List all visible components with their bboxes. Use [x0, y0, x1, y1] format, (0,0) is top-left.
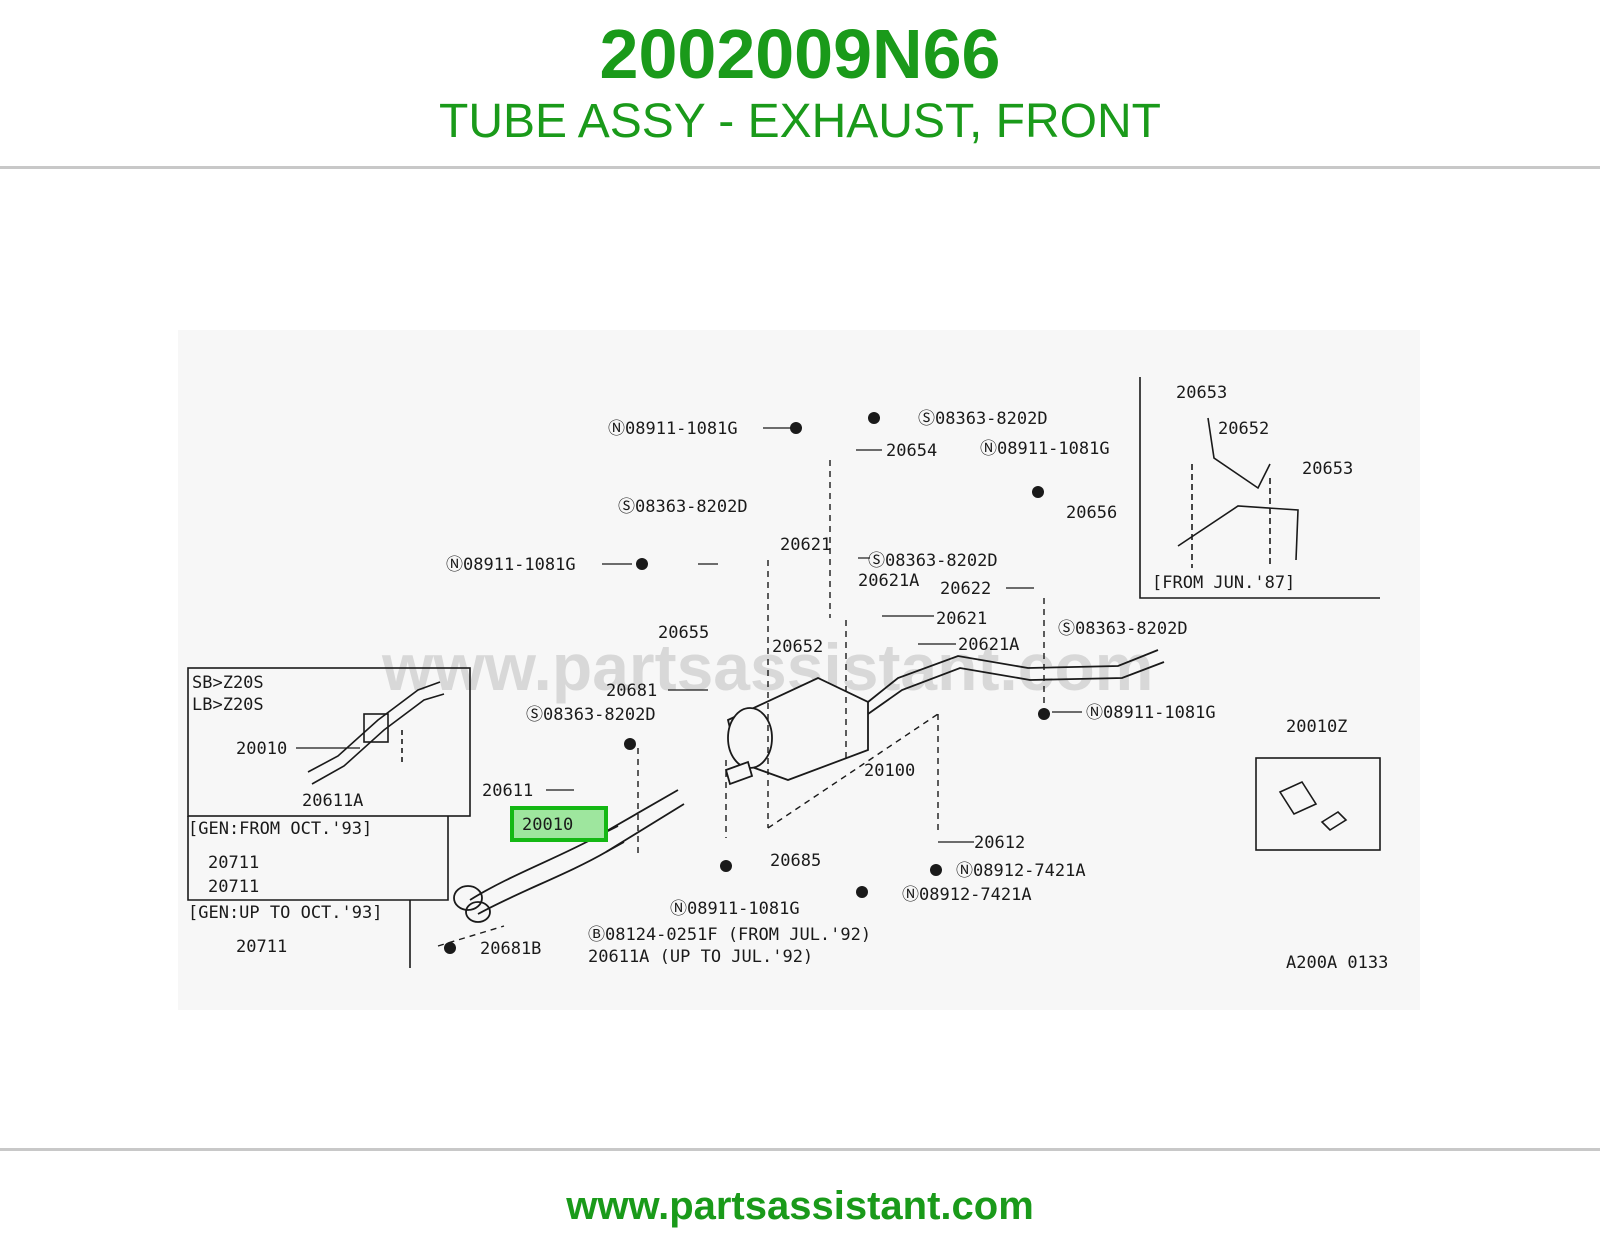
label-20711-3: 20711: [236, 937, 287, 957]
part-number-title: 2002009N66: [599, 15, 1001, 93]
header-divider: [0, 166, 1600, 169]
label-20711-1: 20711: [208, 853, 259, 873]
inset-gen-upto: [GEN:UP TO OCT.'93]: [188, 903, 382, 923]
label-s-08363-lower: Ⓢ08363-8202D: [526, 705, 656, 725]
label-n-08911-r1: Ⓝ08911-1081G: [980, 439, 1110, 459]
label-20681: 20681: [606, 681, 657, 701]
label-s-08363-left: Ⓢ08363-8202D: [618, 497, 748, 517]
label-20653-b: 20653: [1302, 459, 1353, 479]
label-n-08911-left: Ⓝ08911-1081G: [446, 555, 576, 575]
label-20656: 20656: [1066, 503, 1117, 523]
figure-code: A200A 0133: [1286, 953, 1388, 973]
inset-label-20010: 20010: [236, 739, 287, 759]
footer-website[interactable]: www.partsassistant.com: [566, 1184, 1034, 1228]
fastener-marks: [444, 412, 1050, 954]
inset-variant-sb: SB>Z20S: [192, 673, 264, 693]
inset-frame-z20s: [187, 667, 471, 817]
label-20621-b: 20621: [936, 609, 987, 629]
label-20652: 20652: [772, 637, 823, 657]
label-s-08363-top: Ⓢ08363-8202D: [918, 409, 1048, 429]
label-s-08363-mid: Ⓢ08363-8202D: [868, 551, 998, 571]
label-20655: 20655: [658, 623, 709, 643]
label-20653-a: 20653: [1176, 383, 1227, 403]
label-20611: 20611: [482, 781, 533, 801]
label-20652-tr: 20652: [1218, 419, 1269, 439]
label-20611a-upto: 20611A (UP TO JUL.'92): [588, 947, 813, 967]
label-n-08911-bottom: Ⓝ08911-1081G: [670, 899, 800, 919]
label-20622: 20622: [940, 579, 991, 599]
highlight-20010[interactable]: [510, 806, 608, 842]
kit-box-20010z: [1255, 757, 1381, 851]
inset-frame-top-right: [1139, 377, 1380, 599]
label-s-08363-right: Ⓢ08363-8202D: [1058, 619, 1188, 639]
inset-variant-lb: LB>Z20S: [192, 695, 264, 715]
label-20621a-a: 20621A: [858, 571, 919, 591]
dashed-leaders: [437, 460, 1045, 947]
inset-gen-from: [GEN:FROM OCT.'93]: [188, 819, 372, 839]
highlight-label: 20010: [522, 815, 573, 835]
kit-parts-sketch: [1278, 780, 1348, 832]
label-20685: 20685: [770, 851, 821, 871]
page-header: 2002009N66 TUBE ASSY - EXHAUST, FRONT: [0, 0, 1600, 168]
label-20654: 20654: [886, 441, 937, 461]
label-20612: 20612: [974, 833, 1025, 853]
inset-tube-sketch: [307, 681, 445, 785]
label-n-08911-top: Ⓝ08911-1081G: [608, 419, 738, 439]
label-n-08912-a: Ⓝ08912-7421A: [956, 861, 1086, 881]
footer-divider: [0, 1148, 1600, 1151]
solid-leaders: [296, 427, 1082, 843]
label-20010z: 20010Z: [1286, 717, 1347, 737]
label-20621-a: 20621: [780, 535, 831, 555]
hanger-sketch-top-right: [1177, 417, 1299, 568]
rear-tube: [867, 649, 1165, 715]
label-b-08124: Ⓑ08124-0251F (FROM JUL.'92): [588, 925, 871, 945]
label-20681b: 20681B: [480, 939, 541, 959]
exhaust-parts-diagram: www.partsassistant.com: [178, 330, 1420, 1010]
label-20711-2: 20711: [208, 877, 259, 897]
center-muffler: [724, 677, 869, 786]
label-n-08912-b: Ⓝ08912-7421A: [902, 885, 1032, 905]
inset-label-20611a: 20611A: [302, 791, 363, 811]
inset-frame-gen-from: [187, 816, 449, 901]
label-20621a-b: 20621A: [958, 635, 1019, 655]
label-n-08911-r2: Ⓝ08911-1081G: [1086, 703, 1216, 723]
label-20100: 20100: [864, 761, 915, 781]
part-description: TUBE ASSY - EXHAUST, FRONT: [439, 95, 1161, 148]
inset-note-from-jun87: [FROM JUN.'87]: [1152, 573, 1295, 593]
